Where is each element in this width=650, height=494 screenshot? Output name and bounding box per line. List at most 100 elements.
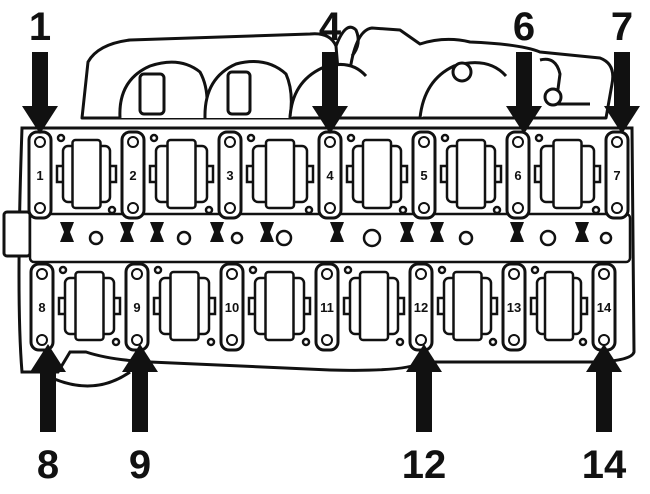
bearing-cap-bottom-9: 9 bbox=[124, 262, 150, 352]
bearing-cap-body bbox=[314, 262, 340, 352]
bearing-cap-number: 13 bbox=[507, 300, 521, 315]
tappet-boss bbox=[543, 270, 575, 342]
bearing-cap-number: 6 bbox=[514, 168, 521, 183]
bolt-hole bbox=[488, 337, 498, 347]
down-arrow bbox=[506, 52, 542, 134]
intake-manifold bbox=[80, 25, 615, 120]
arrow-label: 9 bbox=[129, 443, 151, 487]
bolt-hole bbox=[204, 205, 214, 215]
cap-bolt bbox=[598, 334, 610, 346]
bearing-cap-number: 10 bbox=[225, 300, 239, 315]
arrow-label: 1 bbox=[29, 5, 51, 49]
tappet-boss bbox=[455, 138, 487, 210]
bearing-cap-bottom-12: 12 bbox=[408, 262, 434, 352]
bottom-arrow-12: 12 bbox=[402, 344, 446, 487]
cap-bolt bbox=[131, 268, 143, 280]
tappet-boss bbox=[74, 270, 105, 342]
bolt-hole bbox=[591, 205, 601, 215]
bearing-cap-top-5: 5 bbox=[411, 130, 437, 220]
bolt-hole bbox=[398, 205, 408, 215]
center-gallery bbox=[28, 212, 632, 264]
bearing-cap-bottom-11: 11 bbox=[314, 262, 340, 352]
bolt-hole bbox=[149, 133, 159, 143]
cap-bolt bbox=[321, 268, 333, 280]
bearing-cap-bottom-10: 10 bbox=[219, 262, 245, 352]
cap-bolt bbox=[321, 334, 333, 346]
tappet-boss bbox=[452, 270, 483, 342]
bolt-hole bbox=[58, 265, 68, 275]
bearing-cap-bottom-14: 14 bbox=[591, 262, 617, 352]
bolt-hole bbox=[440, 133, 450, 143]
bearing-cap-number: 8 bbox=[38, 300, 45, 315]
bearing-cap-top-6: 6 bbox=[505, 130, 531, 220]
bottom-arrow-8: 8 bbox=[30, 344, 66, 487]
tappet-boss bbox=[552, 138, 583, 210]
cap-bolt bbox=[512, 136, 524, 148]
camshaft-lobes bbox=[55, 133, 602, 347]
bolt-hole bbox=[304, 205, 314, 215]
bearing-cap-top-7: 7 bbox=[604, 130, 630, 220]
cap-bolt bbox=[131, 334, 143, 346]
up-arrow bbox=[586, 344, 622, 432]
bearing-cap-number: 2 bbox=[129, 168, 136, 183]
bearing-cap-bottom-13: 13 bbox=[501, 262, 527, 352]
bearing-cap-bottom-8: 8 bbox=[29, 262, 55, 352]
bearing-cap-number: 5 bbox=[420, 168, 427, 183]
top-arrow-4: 4 bbox=[312, 5, 348, 134]
cap-bolt bbox=[36, 268, 48, 280]
cap-bolt bbox=[508, 268, 520, 280]
top-arrow-1: 1 bbox=[22, 5, 58, 134]
cap-bolt bbox=[508, 334, 520, 346]
down-arrow bbox=[22, 52, 58, 134]
top-arrow-7: 7 bbox=[604, 5, 640, 134]
bottom-arrow-14: 14 bbox=[582, 344, 627, 487]
cap-bolt bbox=[611, 136, 623, 148]
bearing-cap-top-3: 3 bbox=[217, 130, 243, 220]
bearing-cap-top-2: 2 bbox=[120, 130, 146, 220]
bearing-cap-top-4: 4 bbox=[317, 130, 343, 220]
cap-bolt bbox=[415, 334, 427, 346]
up-arrow bbox=[122, 344, 158, 432]
tappet-boss bbox=[358, 270, 390, 342]
top-arrow-6: 6 bbox=[506, 5, 542, 134]
bearing-cap-number: 7 bbox=[613, 168, 620, 183]
bolt-hole bbox=[153, 265, 163, 275]
bearing-cap-body bbox=[120, 130, 146, 220]
arrow-label: 14 bbox=[582, 443, 627, 487]
cap-bolt bbox=[34, 136, 46, 148]
tappet-boss bbox=[71, 138, 102, 210]
bearing-cap-number: 3 bbox=[226, 168, 233, 183]
bearing-cap-number: 14 bbox=[597, 300, 612, 315]
bearing-cap-number: 4 bbox=[326, 168, 334, 183]
cap-bolt bbox=[226, 334, 238, 346]
up-arrow bbox=[30, 344, 66, 432]
bearing-cap-top-1: 1 bbox=[27, 130, 53, 220]
bearing-cap-body bbox=[501, 262, 527, 352]
cap-bolt bbox=[127, 202, 139, 214]
bolt-hole bbox=[111, 337, 121, 347]
cap-bolt bbox=[324, 202, 336, 214]
cap-bolt bbox=[36, 334, 48, 346]
cap-bolt bbox=[226, 268, 238, 280]
bearing-cap-body bbox=[411, 130, 437, 220]
arrow-label: 6 bbox=[513, 5, 535, 49]
up-arrow bbox=[406, 344, 442, 432]
cap-bolt bbox=[224, 136, 236, 148]
cap-bolt bbox=[127, 136, 139, 148]
arrow-label: 8 bbox=[37, 443, 59, 487]
tappet-boss bbox=[361, 138, 393, 210]
tappet-boss bbox=[169, 270, 200, 342]
bottom-arrow-9: 9 bbox=[122, 344, 158, 487]
cap-bolt bbox=[418, 136, 430, 148]
arrow-label: 4 bbox=[319, 5, 342, 49]
cap-bolt bbox=[224, 202, 236, 214]
cap-bolt bbox=[324, 136, 336, 148]
bolt-hole bbox=[56, 133, 66, 143]
cap-bolt bbox=[418, 202, 430, 214]
bolt-hole bbox=[248, 265, 258, 275]
bearing-cap-number: 9 bbox=[133, 300, 140, 315]
cap-bolt bbox=[598, 268, 610, 280]
